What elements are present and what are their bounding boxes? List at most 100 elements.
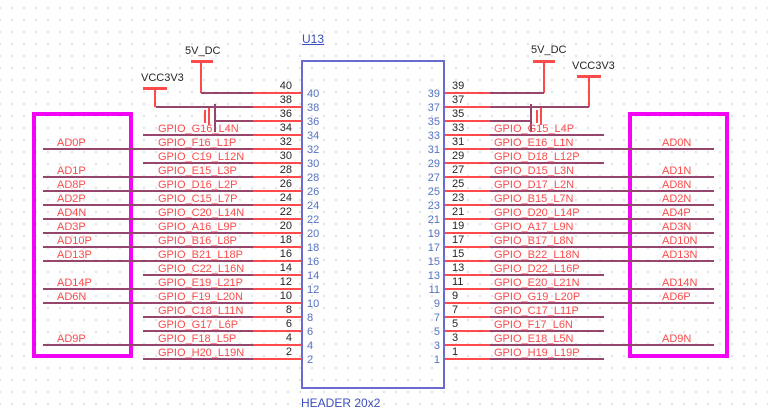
ad-signal-label-right[interactable]: AD10N xyxy=(662,235,698,247)
net-wire[interactable] xyxy=(143,162,253,164)
gpio-net-label-left[interactable]: GPIO_B21_L18P xyxy=(158,249,244,261)
pin-number-outer-right[interactable]: 19 xyxy=(452,220,465,232)
ad-signal-label-left[interactable]: AD0P xyxy=(57,137,86,149)
pin-stub-wire[interactable] xyxy=(253,358,301,360)
pin-number-outer-left[interactable]: 26 xyxy=(279,178,292,190)
pin-number-outer-right[interactable]: 23 xyxy=(452,192,465,204)
pin-stub-wire[interactable] xyxy=(445,148,490,150)
ad-signal-label-left[interactable]: AD10P xyxy=(57,235,92,247)
pin-number-outer-right[interactable]: 27 xyxy=(452,164,465,176)
pin-number-outer-left[interactable]: 20 xyxy=(279,220,292,232)
pin-number-outer-left[interactable]: 32 xyxy=(279,136,292,148)
gpio-net-label-right[interactable]: GPIO_A17_L9N xyxy=(494,221,574,233)
pin-number-outer-left[interactable]: 4 xyxy=(285,332,292,344)
pin-number-outer-left[interactable]: 8 xyxy=(285,304,292,316)
pin-number-outer-left[interactable]: 30 xyxy=(279,150,292,162)
power-port-3v3-right-label[interactable]: VCC3V3 xyxy=(572,60,615,72)
refdes-label[interactable]: U13 xyxy=(302,32,325,46)
gpio-net-label-left[interactable]: GPIO_D16_L2P xyxy=(158,179,238,191)
pin-number-outer-left[interactable]: 40 xyxy=(279,80,292,92)
net-wire[interactable] xyxy=(143,316,253,318)
pin-number-outer-left[interactable]: 6 xyxy=(285,318,292,330)
gpio-net-label-left[interactable]: GPIO_E19_L21P xyxy=(158,277,244,289)
ad-signal-label-right[interactable]: AD1N xyxy=(662,165,692,177)
pin-stub-wire[interactable] xyxy=(445,330,490,332)
net-wire[interactable] xyxy=(43,302,253,304)
gpio-net-label-right[interactable]: GPIO_E18_L5N xyxy=(494,333,574,345)
gpio-net-label-right[interactable]: GPIO_F17_L6N xyxy=(494,319,573,331)
pin-number-outer-right[interactable]: 25 xyxy=(452,178,465,190)
pin-stub-wire[interactable] xyxy=(253,274,301,276)
pin-stub-wire[interactable] xyxy=(445,176,490,178)
pin-number-outer-left[interactable]: 34 xyxy=(279,122,292,134)
ad-signal-label-right[interactable]: AD13N xyxy=(662,249,698,261)
gpio-net-label-left[interactable]: GPIO_G17_L6P xyxy=(158,319,239,331)
net-wire[interactable] xyxy=(490,204,714,206)
gpio-net-label-left[interactable]: GPIO_F18_L5P xyxy=(158,333,237,345)
gpio-net-label-left[interactable]: GPIO_G16_L4N xyxy=(158,123,239,135)
power-port-5v-right-label[interactable]: 5V_DC xyxy=(531,44,567,56)
net-wire[interactable] xyxy=(490,274,604,276)
stub-vertical-wire[interactable] xyxy=(214,104,216,132)
pin-stub-wire[interactable] xyxy=(253,344,301,346)
pin-number-outer-right[interactable]: 9 xyxy=(452,290,459,302)
pin-number-outer-right[interactable]: 11 xyxy=(452,276,464,288)
pin-number-outer-right[interactable]: 29 xyxy=(452,150,465,162)
power-stem-wire[interactable] xyxy=(543,62,545,93)
net-wire[interactable] xyxy=(43,232,253,234)
gpio-net-label-left[interactable]: GPIO_C22_L16N xyxy=(158,263,245,275)
pin-stub-wire[interactable] xyxy=(445,260,490,262)
gpio-net-label-right[interactable]: GPIO_D22_L16P xyxy=(494,263,580,275)
ad-signal-label-right[interactable]: AD8N xyxy=(662,179,692,191)
gpio-net-label-right[interactable]: GPIO_D15_L3N xyxy=(494,165,575,177)
gpio-net-label-left[interactable]: GPIO_H20_L19N xyxy=(158,347,245,359)
pin-stub-wire[interactable] xyxy=(445,204,490,206)
stub-vertical-wire[interactable] xyxy=(530,104,532,132)
net-wire[interactable] xyxy=(490,120,530,122)
pin-number-outer-right[interactable]: 7 xyxy=(452,304,459,316)
pin-stub-wire[interactable] xyxy=(253,134,301,136)
net-wire[interactable] xyxy=(490,316,604,318)
pin-number-outer-right[interactable]: 37 xyxy=(452,94,465,106)
net-wire[interactable] xyxy=(143,330,253,332)
power-port-3v3-left-label[interactable]: VCC3V3 xyxy=(141,72,184,84)
gpio-net-label-right[interactable]: GPIO_E20_L21N xyxy=(494,277,580,289)
pin-stub-wire[interactable] xyxy=(253,330,301,332)
gpio-net-label-right[interactable]: GPIO_D17_L2N xyxy=(494,179,575,191)
pin-number-outer-left[interactable]: 24 xyxy=(279,192,292,204)
pin-number-outer-right[interactable]: 5 xyxy=(452,318,459,330)
gpio-net-label-right[interactable]: GPIO_H19_L19P xyxy=(494,347,580,359)
right-harness-box[interactable] xyxy=(628,112,729,358)
power-stem-wire[interactable] xyxy=(588,77,590,107)
ad-signal-label-left[interactable]: AD3P xyxy=(57,221,86,233)
net-wire[interactable] xyxy=(43,204,253,206)
net-wire[interactable] xyxy=(490,288,714,290)
net-wire[interactable] xyxy=(490,330,604,332)
net-wire[interactable] xyxy=(43,344,253,346)
gpio-net-label-left[interactable]: GPIO_C19_L12N xyxy=(158,151,245,163)
pin-number-outer-left[interactable]: 38 xyxy=(279,94,292,106)
power-stem-wire[interactable] xyxy=(154,89,156,107)
ad-signal-label-left[interactable]: AD13P xyxy=(57,249,92,261)
pin-number-outer-right[interactable]: 1 xyxy=(452,346,459,358)
net-wire[interactable] xyxy=(43,190,253,192)
pin-stub-wire[interactable] xyxy=(253,260,301,262)
ad-signal-label-right[interactable]: AD3N xyxy=(662,221,692,233)
gpio-net-label-left[interactable]: GPIO_B16_L8P xyxy=(158,235,237,247)
pin-stub-wire[interactable] xyxy=(253,148,301,150)
gpio-net-label-left[interactable]: GPIO_A16_L9P xyxy=(158,221,237,233)
part-type-label[interactable]: HEADER 20x2 xyxy=(301,396,381,410)
net-wire[interactable] xyxy=(490,134,604,136)
gpio-net-label-right[interactable]: GPIO_B22_L18N xyxy=(494,249,580,261)
pin-number-outer-left[interactable]: 16 xyxy=(279,248,292,260)
pin-number-outer-right[interactable]: 31 xyxy=(452,136,465,148)
pin-number-outer-left[interactable]: 2 xyxy=(285,346,292,358)
ad-signal-label-left[interactable]: AD1P xyxy=(57,165,86,177)
net-wire[interactable] xyxy=(43,176,253,178)
net-wire[interactable] xyxy=(143,358,253,360)
pin-stub-wire[interactable] xyxy=(253,246,301,248)
pin-stub-wire[interactable] xyxy=(253,92,301,94)
gpio-net-label-right[interactable]: GPIO_B17_L8N xyxy=(494,235,574,247)
pin-stub-wire[interactable] xyxy=(445,162,490,164)
ad-signal-label-right[interactable]: AD6P xyxy=(662,291,691,303)
